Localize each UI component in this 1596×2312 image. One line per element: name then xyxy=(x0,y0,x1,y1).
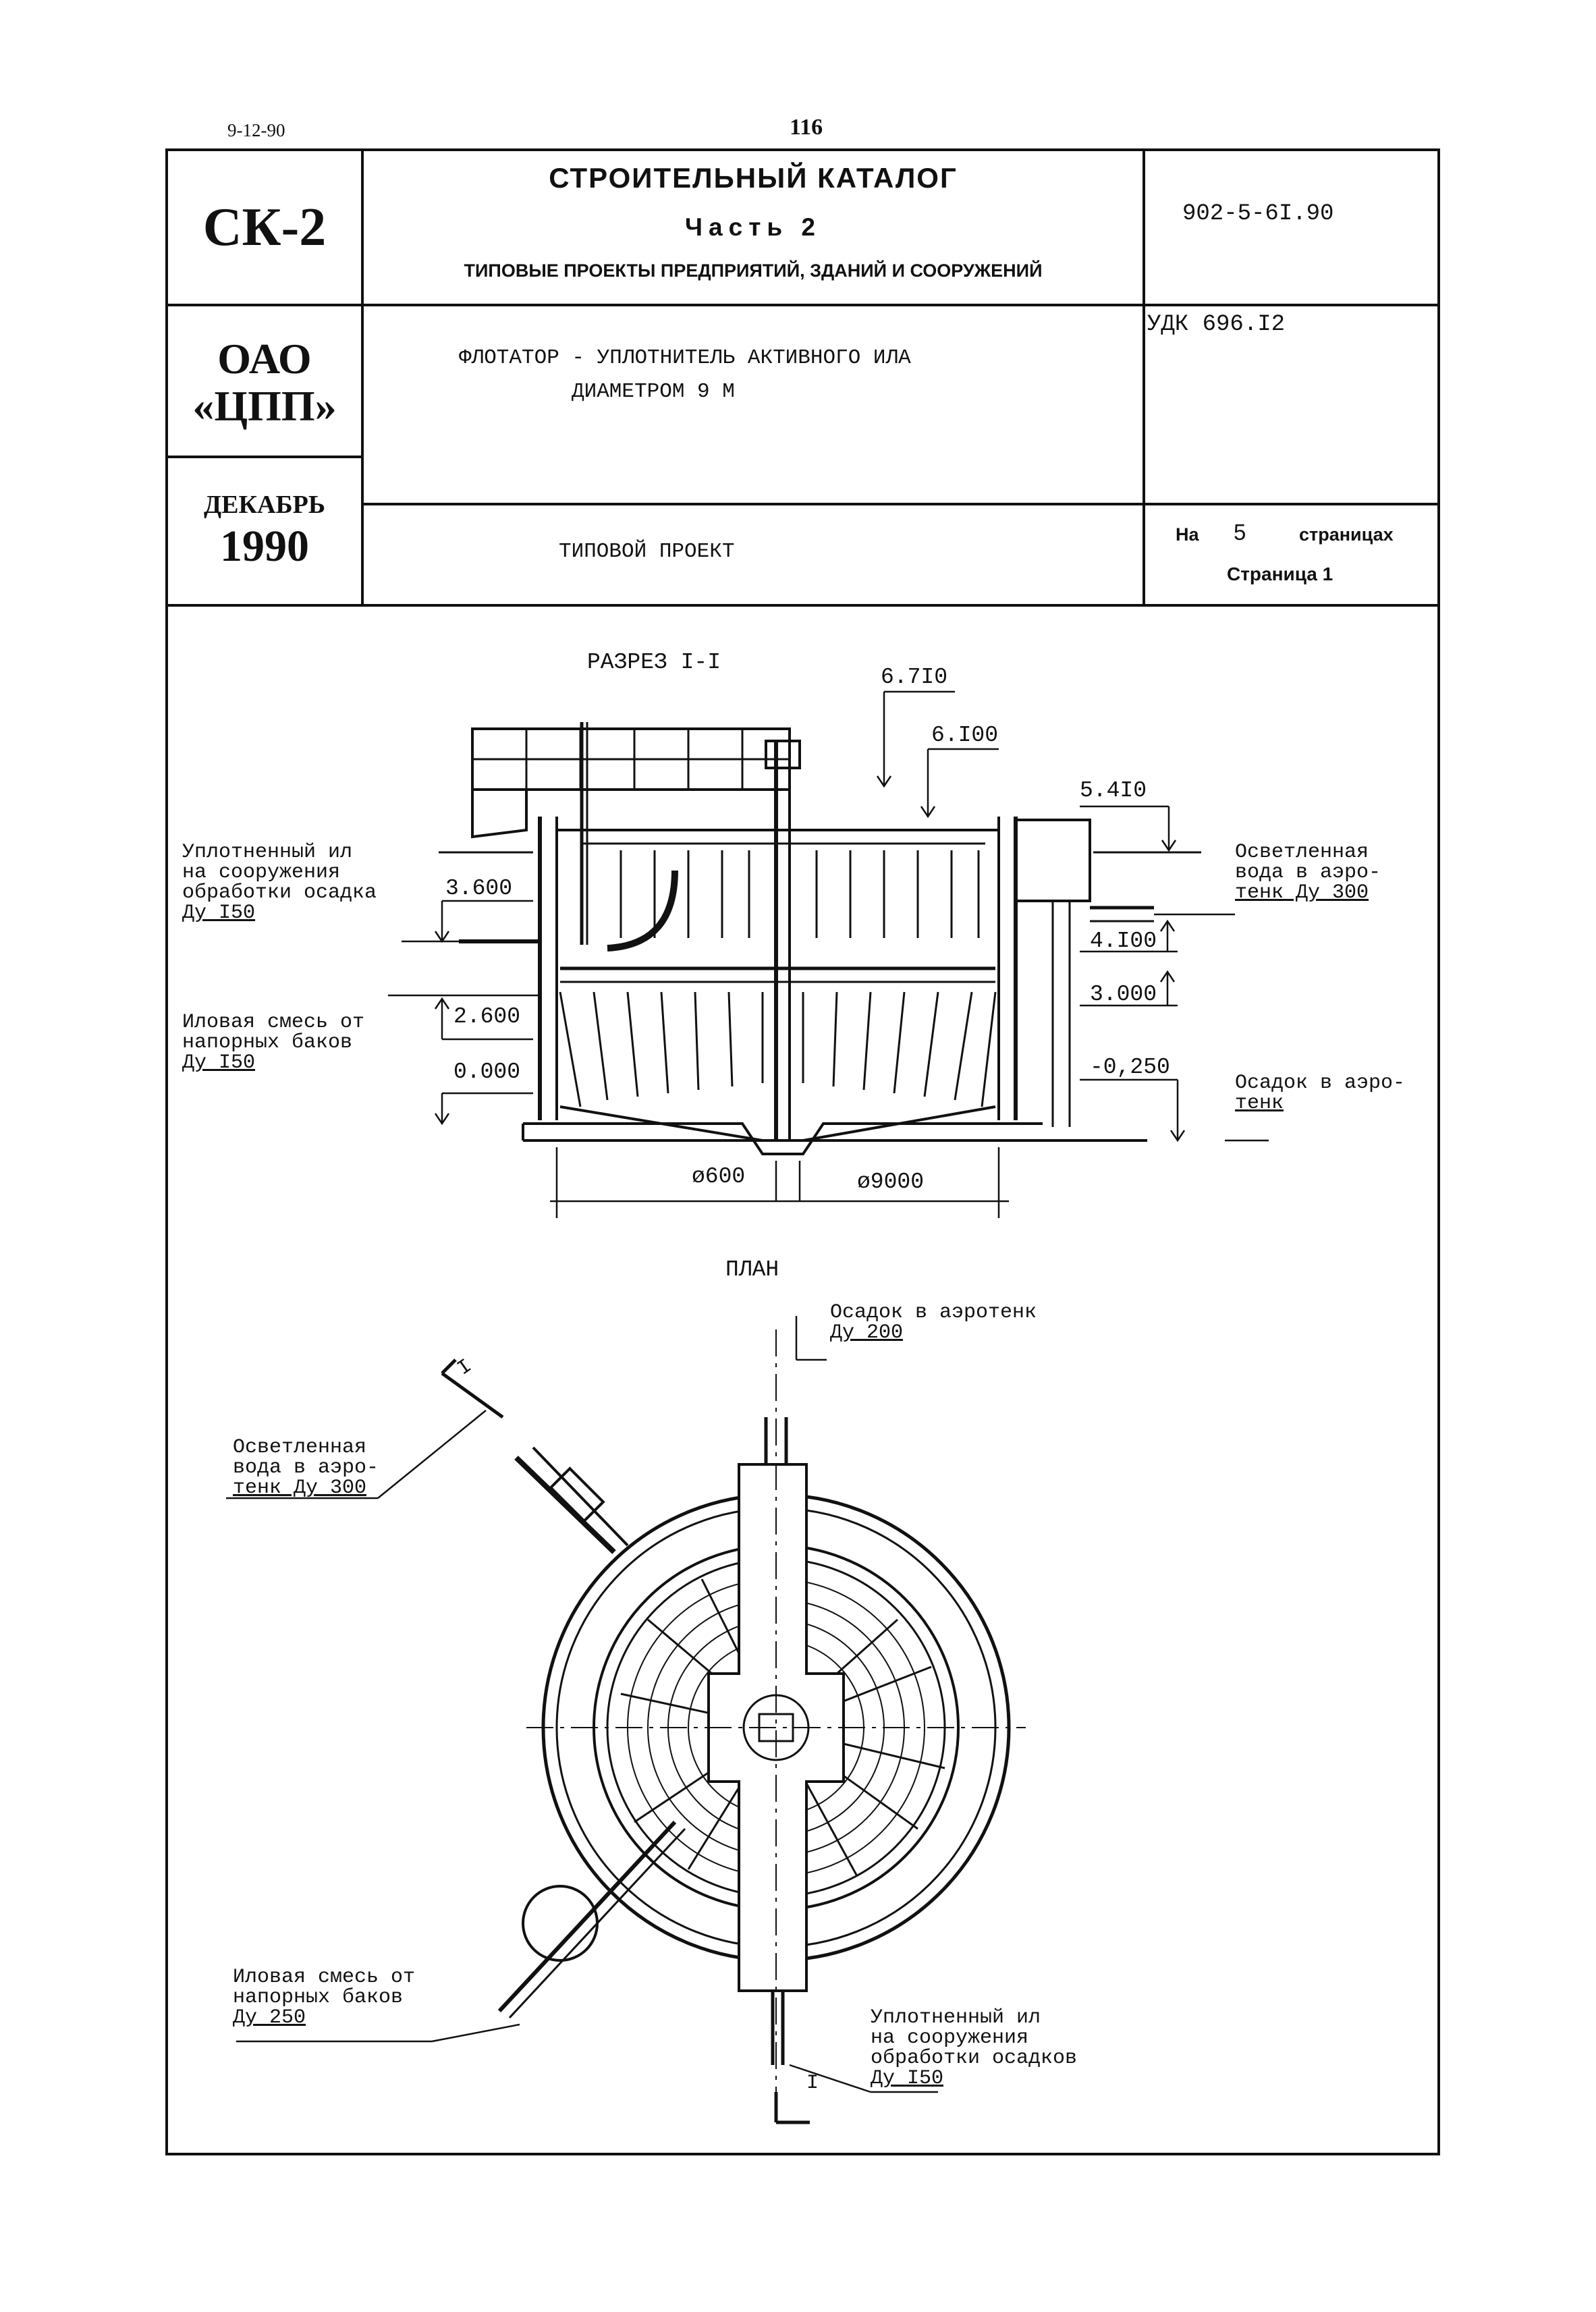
note-sediment-out-line-1: Осадок в аэро- xyxy=(1235,1072,1406,1095)
pages-prefix: На xyxy=(1176,524,1199,545)
header-line-2 xyxy=(165,604,1440,607)
page-number: 116 xyxy=(790,115,823,140)
diameter-9000: ø9000 xyxy=(857,1169,924,1194)
plan-note-mixture-line-3: Ду 250 xyxy=(233,2006,306,2029)
elevation-5410: 5.4I0 xyxy=(1080,778,1147,803)
plan-note-clarified-line-2: вода в аэро- xyxy=(233,1456,379,1479)
sheet-frame xyxy=(165,148,1440,2155)
plan-note-sludge-line-4: Ду I50 xyxy=(871,2067,944,2090)
note-mixture-in-line-3: Ду I50 xyxy=(182,1051,256,1074)
header-line-1 xyxy=(165,304,1440,306)
pages-suffix: страницах xyxy=(1299,524,1394,545)
plan-note-sludge-line-1: Уплотненный ил xyxy=(871,2006,1041,2029)
plan-drawing xyxy=(441,1329,1026,2124)
plan-note-clarified-line-3: тенк Ду 300 xyxy=(233,1477,367,1499)
note-mixture-in-line-2: напорных баков xyxy=(182,1031,353,1054)
note-sludge-out-line-2: на сооружения xyxy=(182,861,341,884)
pages-count: 5 xyxy=(1234,520,1246,545)
plan-note-clarified-line-1: Осветленная xyxy=(233,1436,367,1459)
section-title: РАЗРЕЗ I-I xyxy=(587,650,721,675)
elevation-4100: 4.I00 xyxy=(1090,929,1157,954)
project-code: 902-5-6I.90 xyxy=(1182,201,1334,227)
org-name-2: «ЦПП» xyxy=(192,382,337,430)
series-label: СК-2 xyxy=(202,198,327,257)
elevation-minus-0250: -0,250 xyxy=(1090,1055,1170,1080)
issue-month: ДЕКАБРЬ xyxy=(204,491,325,519)
plan-note-sediment-line-1: Осадок в аэротенк xyxy=(830,1301,1037,1324)
lower-lamellas xyxy=(559,991,997,1107)
plan-note-sludge-line-3: обработки осадков xyxy=(871,2047,1078,2070)
note-sludge-out-line-3: обработки осадка xyxy=(182,881,377,904)
plan-title: ПЛАН xyxy=(725,1257,779,1282)
note-sediment-out-line-2: тенк xyxy=(1235,1092,1284,1115)
elevation-0000: 0.000 xyxy=(453,1059,520,1084)
udk-code: УДК 696.I2 xyxy=(1147,312,1286,337)
note-clarified-water: Осветленная вода в аэро- тенк Ду 300 xyxy=(1235,842,1381,903)
diameter-600: ø600 xyxy=(692,1164,745,1189)
note-mixture-in-line-1: Иловая смесь от xyxy=(182,1011,365,1034)
plan-leaders xyxy=(226,1316,938,2093)
plan-note-clarified: Осветленная вода в аэро- тенк Ду 300 xyxy=(233,1437,379,1498)
elevation-2600: 2.600 xyxy=(453,1004,520,1029)
document-title-1: ФЛОТАТОР - УПЛОТНИТЕЛЬ АКТИВНОГО ИЛА xyxy=(459,346,911,370)
note-sludge-out-line-4: Ду I50 xyxy=(182,902,256,925)
note-sludge-out-line-1: Уплотненный ил xyxy=(182,841,353,864)
document-type: ТИПОВОЙ ПРОЕКТ xyxy=(559,540,735,563)
section-dimensions xyxy=(388,690,1269,1218)
note-sediment-out: Осадок в аэро- тенк xyxy=(1235,1073,1405,1113)
note-clarified-water-line-1: Осветленная xyxy=(1235,841,1369,864)
header-line-mid xyxy=(361,503,1440,505)
document-title-2: ДИАМЕТРОМ 9 М xyxy=(572,380,735,404)
catalog-part: Часть 2 xyxy=(685,213,821,241)
elevation-6100: 6.I00 xyxy=(931,723,998,748)
plan-note-sludge: Уплотненный ил на сооружения обработки о… xyxy=(871,2008,1077,2089)
catalog-title: СТРОИТЕЛЬНЫЙ КАТАЛОГ xyxy=(549,162,958,194)
note-sludge-out: Уплотненный ил на сооружения обработки о… xyxy=(182,842,377,923)
header-line-left xyxy=(165,456,361,458)
note-clarified-water-line-3: тенк Ду 300 xyxy=(1235,881,1369,904)
plan-note-sludge-line-2: на сооружения xyxy=(871,2027,1029,2049)
plan-note-sediment-line-2: Ду 200 xyxy=(830,1321,904,1344)
plan-note-mixture-line-2: напорных баков xyxy=(233,1986,404,2009)
section-labels: РАЗРЕЗ I-I 6.7I0 6.I00 5.4I0 3.600 4.I00… xyxy=(445,650,1170,1282)
elevation-3600: 3.600 xyxy=(445,876,512,901)
plan-note-sediment: Осадок в аэротенк Ду 200 xyxy=(830,1302,1037,1343)
date-code: 9-12-90 xyxy=(227,120,285,140)
org-name-1: ОАО xyxy=(217,335,312,383)
plan-note-mixture-line-1: Иловая смесь от xyxy=(233,1966,416,1989)
elevation-3000: 3.000 xyxy=(1090,982,1157,1007)
header-col-2 xyxy=(1143,148,1145,605)
cut-mark-bottom: I xyxy=(806,2072,819,2095)
upper-lamellas xyxy=(586,850,980,938)
note-clarified-water-line-2: вода в аэро- xyxy=(1235,861,1381,884)
page-label: Страница 1 xyxy=(1227,563,1333,584)
section-drawing xyxy=(439,722,1201,1155)
elevation-6710: 6.7I0 xyxy=(881,665,947,690)
plan-note-mixture: Иловая смесь от напорных баков Ду 250 xyxy=(233,1967,415,2028)
header-col-1 xyxy=(361,148,364,605)
note-mixture-in: Иловая смесь от напорных баков Ду I50 xyxy=(182,1012,364,1073)
catalog-subtitle: ТИПОВЫЕ ПРОЕКТЫ ПРЕДПРИЯТИЙ, ЗДАНИЙ И СО… xyxy=(464,260,1043,281)
issue-year: 1990 xyxy=(220,522,309,571)
